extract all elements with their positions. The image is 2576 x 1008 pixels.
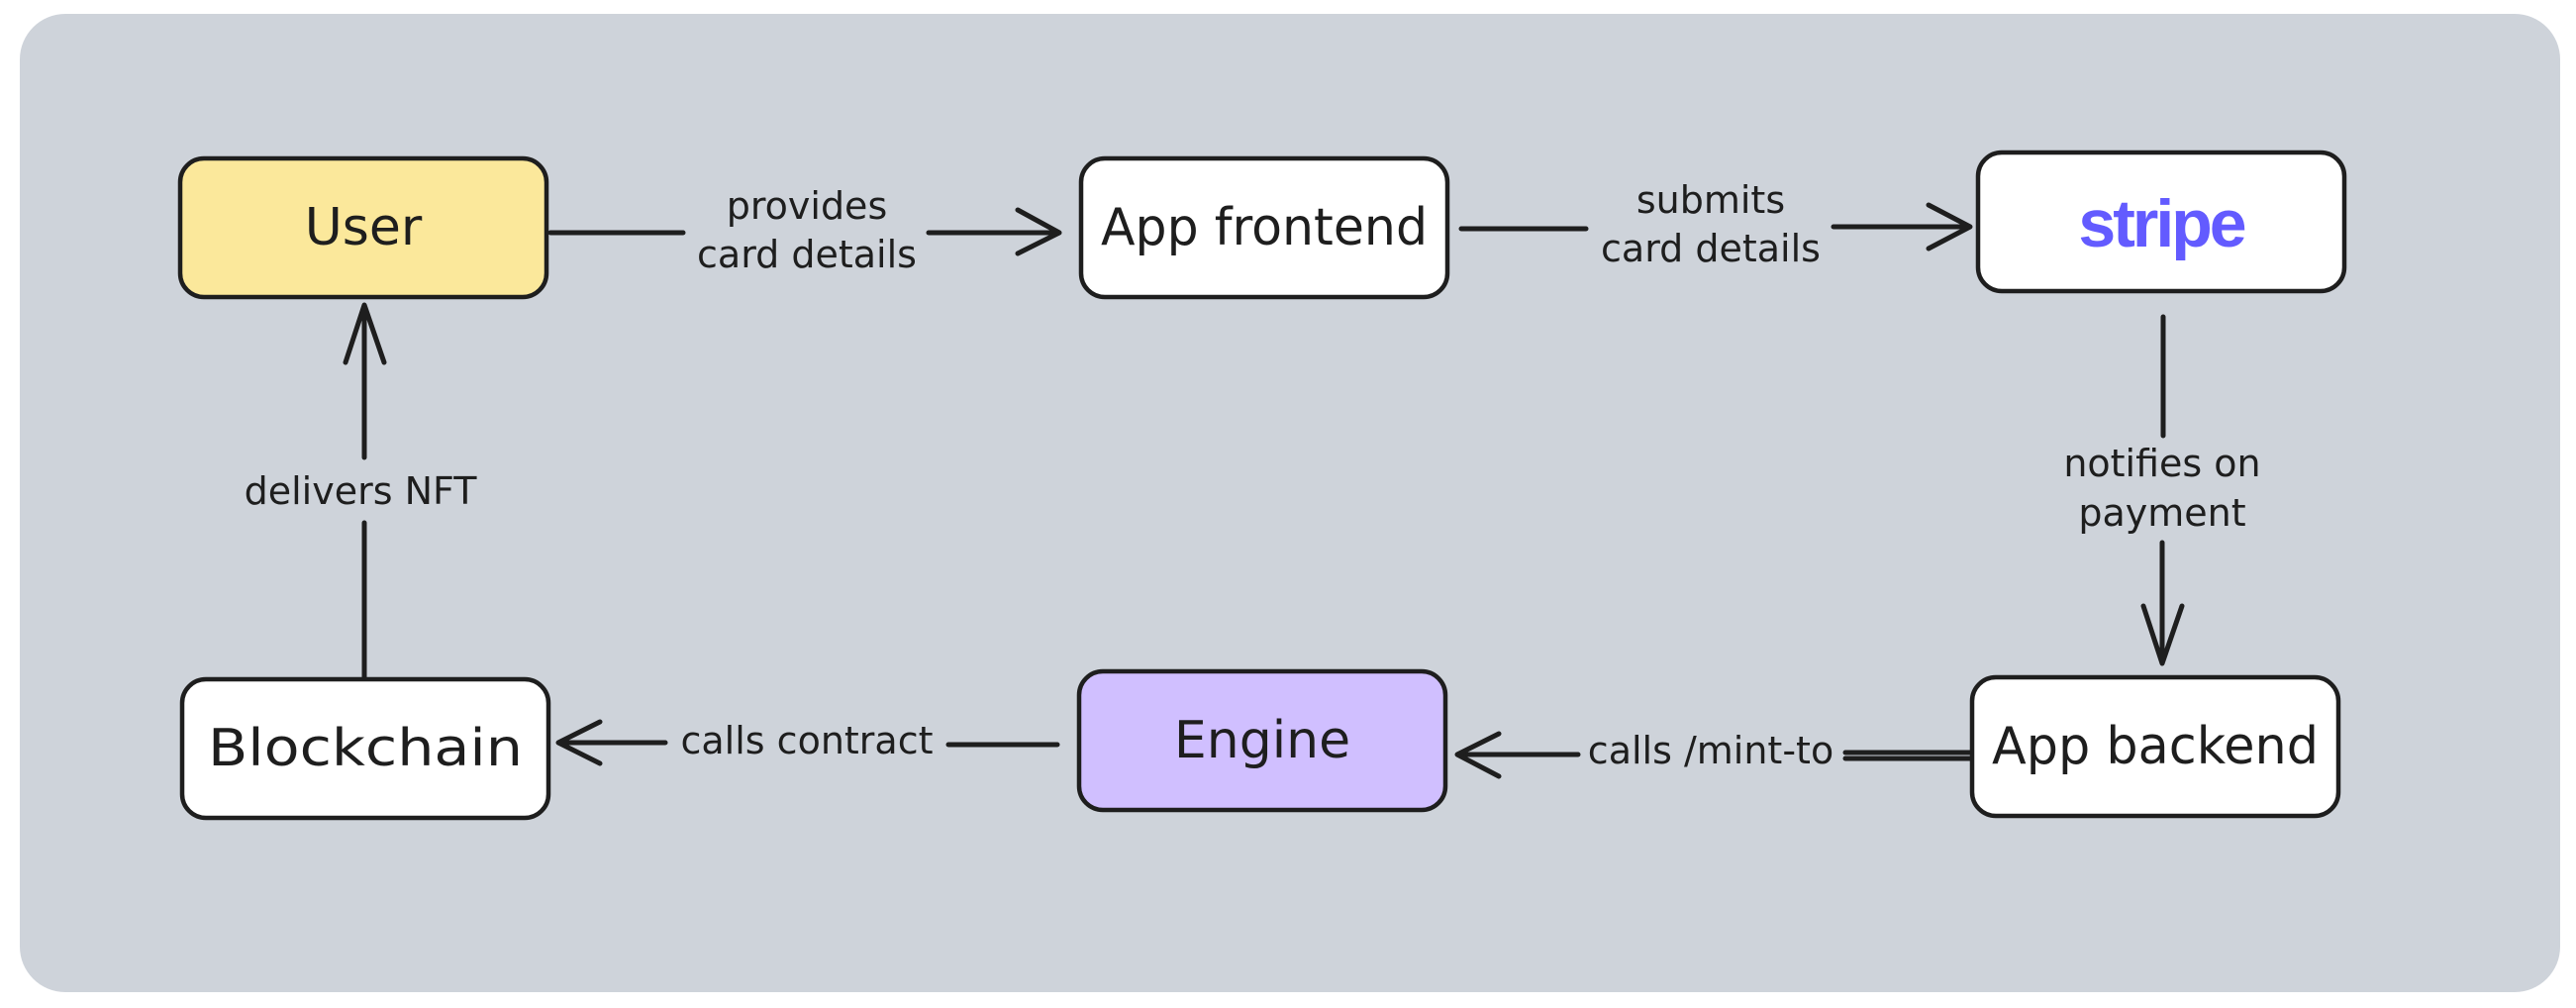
node-app-backend: App backend: [1969, 674, 2341, 819]
node-stripe: stripe: [1975, 150, 2347, 294]
edge-label-calls-contract: calls contract: [681, 719, 934, 762]
node-app-frontend: App frontend: [1078, 155, 1450, 300]
node-engine: Engine: [1076, 668, 1448, 813]
node-label: App frontend: [1101, 198, 1428, 257]
arrowhead-up-icon: [343, 302, 387, 365]
node-blockchain: Blockchain: [179, 676, 551, 821]
arrowhead-left-icon: [555, 719, 603, 766]
node-label: User: [305, 198, 423, 257]
arrowhead-right-icon: [1015, 207, 1062, 256]
node-user: User: [177, 155, 549, 300]
edge-label-provides: provides: [727, 184, 888, 228]
node-label: Blockchain: [208, 719, 523, 778]
edge-label-submits: submits: [1636, 178, 1785, 222]
arrowhead-down-icon: [2140, 603, 2185, 666]
node-box: [179, 676, 551, 821]
node-box: [1076, 668, 1448, 813]
edge-label-calls-mint-to: calls /mint-to: [1588, 729, 1833, 772]
edge-frontend-to-stripe: submits card details: [1458, 178, 1973, 270]
edge-engine-to-blockchain: calls contract: [555, 719, 1060, 766]
edge-label-notifies-on: notifies on: [2063, 442, 2260, 485]
node-label: Engine: [1174, 711, 1350, 770]
edge-label-delivers-nft: delivers NFT: [245, 469, 478, 513]
node-box: [1078, 155, 1450, 300]
edge-blockchain-to-user: delivers NFT: [245, 302, 478, 682]
node-box: [1975, 150, 2347, 294]
node-box: [177, 155, 549, 300]
edge-label-card-details: card details: [697, 233, 917, 276]
node-box: [1969, 674, 2341, 819]
edge-backend-to-engine: calls /mint-to: [1454, 729, 1973, 779]
edge-user-to-frontend: provides card details: [547, 184, 1062, 276]
diagram-background: [20, 14, 2560, 992]
edge-stripe-to-backend: notifies on payment: [2063, 314, 2261, 666]
arrowhead-right-icon: [1926, 202, 1973, 252]
edge-label-payment: payment: [2078, 491, 2245, 535]
node-label: App backend: [1992, 717, 2319, 776]
edge-label-card-details: card details: [1601, 227, 1821, 270]
arrowhead-left-icon: [1454, 731, 1502, 779]
stripe-logo: stripe: [2078, 186, 2244, 261]
